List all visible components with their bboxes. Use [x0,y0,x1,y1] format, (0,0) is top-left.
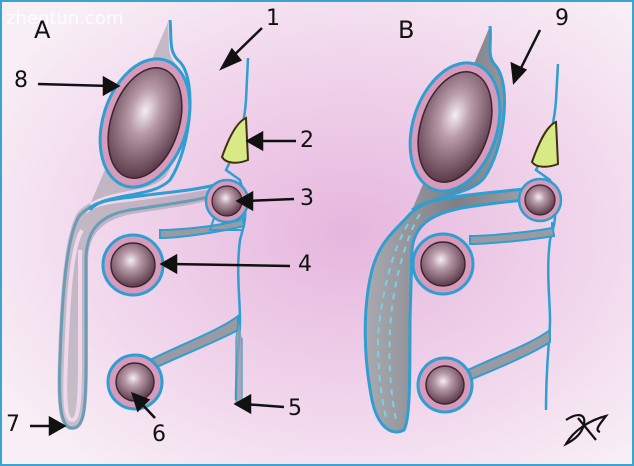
artist-signature-mark [563,414,609,447]
panel-b-dashed-lumen [388,213,421,421]
watermark-text: zhentun.com [6,8,124,29]
label-4: 4 [298,252,312,277]
panel-a [30,19,296,437]
label-1: 1 [266,6,280,31]
arrow-4 [169,262,291,268]
panel-a-lower-vertical [235,319,243,403]
arrow-3-head [235,190,254,212]
panel-b-yellow-structure [530,120,560,168]
panel-a-duct-tube [63,228,84,423]
arrow-9 [516,29,542,75]
panel-b-dashed-lumen-2 [376,223,409,419]
arrow-8 [37,82,111,88]
panel-b-label: B [398,16,415,44]
label-6: 6 [152,422,166,447]
arrow-1-head [219,47,242,71]
arrow-6-head [131,391,151,413]
label-5: 5 [288,396,302,421]
arrow-5-head [233,393,252,415]
panel-b-medium-cyst [411,232,475,296]
panel-a-cyst-4 [101,233,165,297]
panel-b-lower-cyst [416,356,474,414]
arrow-8-head [102,75,121,97]
panel-a-connector-3 [208,217,244,231]
label-2: 2 [300,128,314,153]
panel-a-yellow-structure [220,116,250,164]
panel-a-label: A [34,16,51,44]
arrow-4-head [159,253,178,275]
panel-a-arrows [30,27,296,437]
panel-b-small-cyst [517,177,563,223]
panel-a-large-cyst [98,57,192,189]
panel-b-arrows [510,29,542,85]
panel-b [363,25,609,447]
label-9: 9 [555,6,569,31]
panel-a-small-cyst-3 [204,178,250,224]
label-7: 7 [6,412,20,437]
panel-b-right-band [469,221,556,246]
arrow-9-head [510,61,528,85]
arrow-7-head [48,415,67,437]
arrow-3 [245,197,295,203]
label-8: 8 [14,68,28,93]
label-3: 3 [300,186,314,211]
panel-b-large-cyst [408,61,502,193]
arrow-2-head [245,130,264,152]
